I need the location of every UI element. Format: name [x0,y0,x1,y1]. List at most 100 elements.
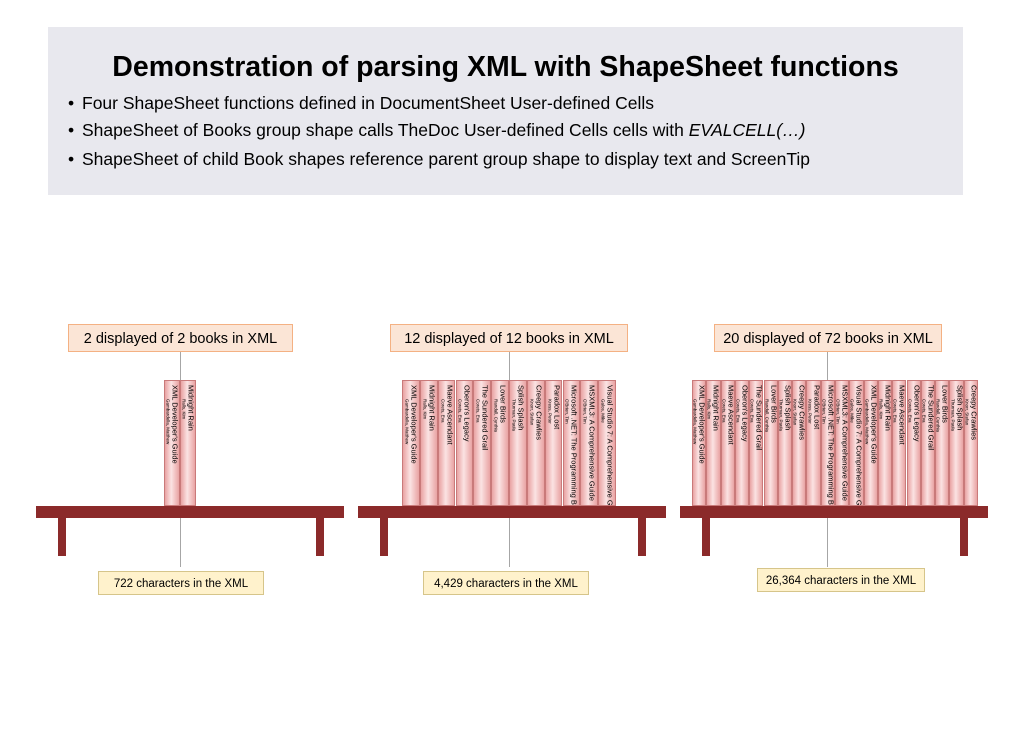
book-author: Knorr, Stefan [964,399,970,426]
book-title: Creepy Crawlies [797,385,807,441]
book-title: Maeve Ascendant [445,385,455,445]
bullet-italic-text: EVALCELL(…) [688,120,806,140]
book-author: Thurman, Paula [778,399,784,432]
book-title: Visual Studio 7: A Comprehensive Guide [605,385,615,506]
book-author: Randall, Cynthia [764,399,770,433]
book-title: Splish Splash [955,385,964,431]
bullet-dot: • [68,149,75,169]
book-title: MSXML3: A Comprehensive Guide [840,385,850,501]
book-title: Paradox Lost [812,385,821,430]
shelf-leg [960,518,968,556]
shelf-board [358,506,666,518]
book-title: XML Developer's Guide [697,385,707,464]
book-title: The Sundered Grail [926,385,936,451]
shelf-leg [380,518,388,556]
header-panel: Demonstration of parsing XML with ShapeS… [48,27,963,195]
book-author: Kress, Peter [547,399,553,424]
bullet-item: • ShapeSheet of Books group shape calls T… [68,119,805,141]
book-title: Oberon's Legacy [740,385,750,442]
book-author: Knorr, Stefan [529,399,535,426]
shelf-leg [316,518,324,556]
book-title: XML Developer's Guide [869,385,878,464]
book-title: Visual Studio 7: A Comprehensive Guide [854,385,864,506]
book-title: Splish Splash [516,385,526,431]
books-displayed-callout[interactable]: 2 displayed of 2 books in XML [68,324,293,352]
book-author: Randall, Cynthia [935,399,941,433]
book-title: Maeve Ascendant [897,385,907,445]
bullet-text: ShapeSheet of Books group shape calls Th… [82,120,689,140]
book-title: Midnight Rain [186,385,196,431]
shelf-leg [638,518,646,556]
book-author: Corets, Eva [907,399,913,423]
book-title: XML Developer's Guide [170,385,180,464]
bullet-dot: • [68,120,75,140]
shelf-leg [702,518,710,556]
book-title: Lover Birds [769,385,778,423]
book-title: Oberon's Legacy [462,385,472,442]
book-author: Randall, Cynthia [493,399,499,433]
books-displayed-callout[interactable]: 12 displayed of 12 books in XML [390,324,628,352]
books-displayed-callout[interactable]: 20 displayed of 72 books in XML [714,324,942,352]
shelf-leg [58,518,66,556]
xml-characters-label: 722 characters in the XML [98,571,264,595]
book-title: The Sundered Grail [480,385,490,451]
book-author: Kress, Peter [807,399,813,424]
book-title: Paradox Lost [552,385,562,430]
book-title: Microsoft .NET: The Programming Bible [826,385,835,506]
book-author: Gambardella, Matthew [404,399,410,445]
book-author: Thurman, Paula [511,399,517,432]
